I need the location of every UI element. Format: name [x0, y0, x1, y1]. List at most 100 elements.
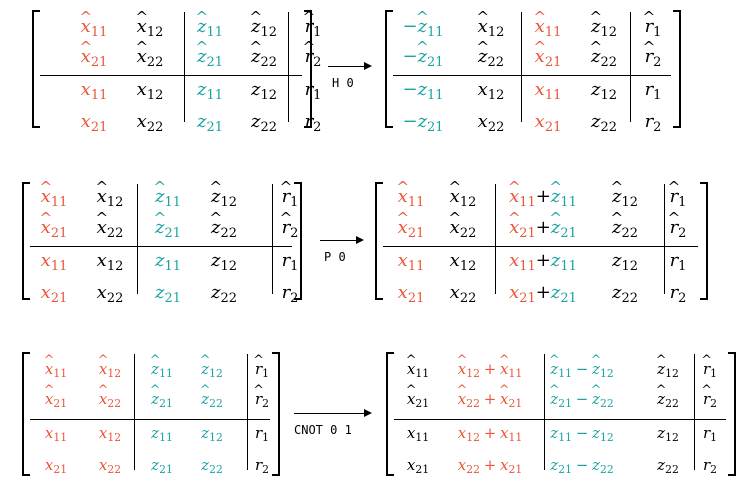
- matrix-cell: z22: [612, 284, 638, 305]
- matrix-cell: z21: [197, 46, 223, 69]
- matrix-term: r2: [644, 111, 662, 135]
- matrix-cell: x21: [45, 392, 67, 410]
- matrix-term: x22: [96, 282, 124, 306]
- matrix-term: z22: [201, 390, 223, 410]
- matrix-term: r1: [254, 424, 270, 445]
- right-bracket: [700, 182, 708, 300]
- matrix-cell: z12: [251, 18, 277, 39]
- matrix-cell: z12: [211, 188, 237, 209]
- matrix-term: x22: [477, 111, 505, 135]
- matrix-cell: z12: [612, 252, 638, 273]
- matrix-term: x12: [457, 424, 480, 445]
- matrix-term: x12: [450, 186, 477, 209]
- matrix-cell: x21+z21: [509, 217, 577, 240]
- matrix-term: x21: [535, 46, 562, 69]
- matrix-cell: z21: [151, 458, 173, 476]
- matrix-term: r1: [305, 16, 322, 39]
- matrix-term: x21: [41, 217, 68, 240]
- matrix-term: r2: [305, 46, 322, 69]
- matrix-cell: r1: [703, 426, 717, 444]
- matrix-cell: x12: [137, 18, 164, 39]
- matrix-cell: z11: [197, 79, 223, 103]
- matrix-term: z11: [550, 424, 572, 445]
- matrix-term: r1: [669, 250, 687, 274]
- matrix-cell: z12: [612, 188, 638, 209]
- matrix-cell: r2: [670, 217, 687, 240]
- matrix-cell: x12: [450, 186, 477, 209]
- arrow-label-cnot: CNOT 0 1: [294, 423, 352, 437]
- matrix-term: r1: [644, 79, 662, 103]
- operator: +: [483, 424, 497, 442]
- matrix-term: x22: [99, 390, 121, 410]
- matrix-cell: r2: [255, 392, 269, 410]
- matrix-cell: r2: [703, 458, 717, 476]
- matrix-term: r1: [281, 250, 299, 274]
- column-separator: [272, 184, 274, 294]
- right-bracket: [728, 352, 736, 476]
- matrix-cell: r1: [282, 188, 299, 209]
- operator: +: [483, 360, 497, 378]
- matrix-cell: z22: [657, 458, 679, 476]
- matrix-cell: z22: [251, 48, 277, 69]
- matrix-term: r1: [255, 360, 269, 380]
- matrix-term: z12: [657, 424, 679, 445]
- matrix-cell: r1: [254, 424, 270, 445]
- column-separator: [137, 184, 139, 294]
- matrix-term: r2: [645, 46, 662, 69]
- matrix-term: x22: [449, 282, 477, 306]
- matrix-term: x12: [99, 360, 121, 380]
- matrix-cell: z22: [211, 219, 237, 240]
- matrix-cell: z22: [478, 48, 504, 69]
- matrix-cell: x22: [99, 458, 121, 476]
- matrix-term: r2: [670, 217, 687, 240]
- matrix-term: z21: [551, 217, 577, 240]
- matrix-term: z22: [211, 282, 237, 306]
- matrix-term: x11: [534, 79, 562, 103]
- matrix-cell: z21: [155, 219, 181, 240]
- matrix-term: x22: [457, 456, 480, 477]
- arrow-head-icon: [356, 236, 364, 244]
- arrow-label-h0: H 0: [332, 76, 354, 90]
- matrix-cell: −z21: [402, 48, 443, 69]
- left-bracket: [32, 10, 40, 128]
- left-bracket: [385, 10, 393, 128]
- row-separator: [393, 75, 671, 77]
- matrix-cell: z21−z22: [550, 392, 613, 410]
- matrix-term: x12: [136, 79, 164, 103]
- matrix-cell: r1: [670, 188, 687, 209]
- row-separator: [394, 419, 726, 421]
- row-separator: [383, 246, 698, 248]
- column-separator: [664, 184, 666, 294]
- matrix-cell: z11: [197, 18, 223, 39]
- matrix-term: z11: [155, 186, 181, 209]
- matrix-term: x11: [535, 16, 562, 39]
- matrix-cell: x21: [41, 284, 68, 305]
- right-bracket: [272, 352, 280, 476]
- matrix-cell: z11: [151, 362, 173, 380]
- matrix-term: z22: [591, 111, 617, 135]
- matrix-cell: x11: [81, 81, 108, 102]
- matrix-cell: x22: [97, 219, 124, 240]
- matrix-term: r2: [703, 390, 717, 410]
- matrix-cell: r1: [669, 250, 687, 274]
- matrix-after-cnot: x11x12+x11z11−z12z12r1x21x22+x21z21−z22z…: [386, 352, 738, 476]
- matrix-term: x21: [81, 46, 108, 69]
- matrix-term: x11: [500, 424, 523, 445]
- row-separator: [40, 75, 302, 77]
- arrow-p0: P 0: [318, 232, 368, 268]
- matrix-term: x11: [406, 424, 430, 445]
- matrix-cell: z22: [211, 282, 237, 306]
- matrix-term: x21: [500, 456, 523, 477]
- matrix-term: x21: [509, 282, 536, 306]
- matrix-term: z11: [550, 250, 577, 274]
- matrix-term: x22: [458, 390, 480, 410]
- matrix-term: z11: [197, 79, 223, 103]
- matrix-term: z12: [201, 360, 223, 380]
- operator: +: [535, 250, 551, 271]
- left-bracket: [386, 352, 394, 476]
- matrix-cell: r1: [305, 81, 322, 102]
- matrix-term: r2: [254, 456, 270, 477]
- matrix-term: z12: [592, 360, 614, 380]
- matrix-cell: z12: [201, 360, 223, 380]
- matrix-term: z21: [197, 46, 223, 69]
